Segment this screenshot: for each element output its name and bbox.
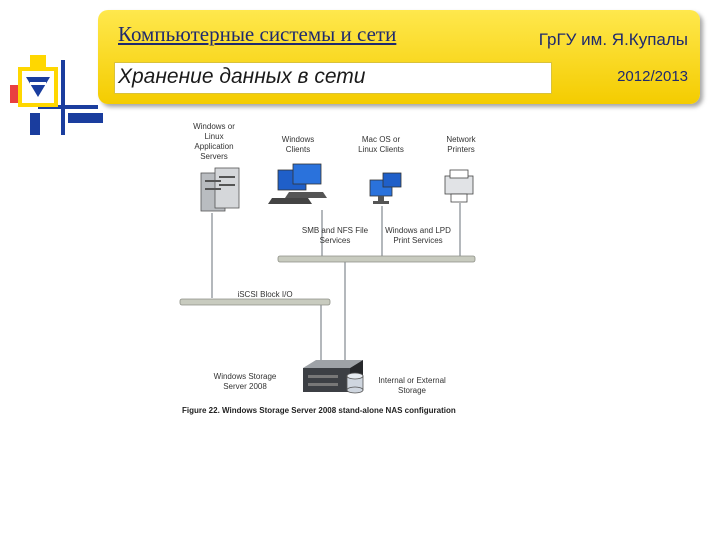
server-rack-icon (201, 168, 239, 211)
iscsi-label: iSCSI Block I/O (225, 290, 305, 300)
university-logo (8, 55, 103, 140)
academic-year: 2012/2013 (617, 68, 688, 85)
slide-subtitle: Хранение данных в сети (118, 65, 365, 89)
windows-clients-label: Windows Clients (273, 135, 323, 155)
smb-nfs-services-label: SMB and NFS File Services (295, 226, 375, 246)
app-servers-label: Windows or Linux Application Servers (183, 122, 245, 162)
page-title: Компьютерные системы и сети (118, 22, 396, 47)
storage-server-label: Windows Storage Server 2008 (205, 372, 285, 392)
nas-diagram: Windows or Linux Application Servers Win… (175, 118, 485, 418)
disk-storage-icon (347, 373, 363, 393)
external-storage-label: Internal or External Storage (368, 376, 456, 396)
printer-icon (445, 170, 473, 202)
organization-name: ГрГУ им. Я.Купалы (539, 30, 688, 50)
print-services-label: Windows and LPD Print Services (378, 226, 458, 246)
desktop-icon (370, 173, 401, 204)
file-services-bus (278, 256, 475, 262)
network-printers-label: Network Printers (436, 135, 486, 155)
mac-linux-clients-label: Mac OS or Linux Clients (350, 135, 412, 155)
laptop-icon (268, 164, 327, 204)
figure-caption: Figure 22. Windows Storage Server 2008 s… (182, 406, 456, 415)
